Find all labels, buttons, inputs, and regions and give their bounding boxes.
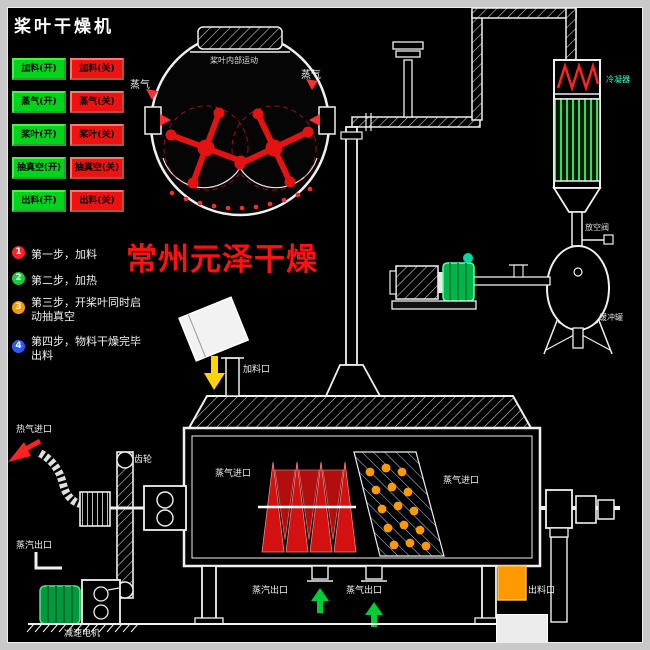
discharge-port-label: 出料口	[528, 586, 556, 596]
paddle-vessel-section	[144, 26, 336, 217]
step-1-text: 第一步，加料	[31, 248, 97, 261]
ground-hatch-icon	[26, 623, 139, 633]
motor-icon	[39, 585, 81, 625]
steam-inlet-left-label: 蒸气进口	[215, 469, 252, 479]
vent-valve-label: 放空阀	[585, 223, 609, 232]
step-3-text-line1: 第三步，开桨叶同时启	[31, 296, 141, 309]
flex-hose-icon	[36, 448, 82, 508]
brand-text: 常州元泽干燥	[126, 242, 318, 278]
step-4-text-line1: 第四步，物料干燥完毕	[31, 335, 141, 348]
discharge-on-button[interactable]: 出料(开)	[12, 190, 66, 212]
steam-outlet-side-label: 蒸汽出口	[16, 541, 53, 551]
gear-label: 齿轮	[134, 455, 153, 465]
feed-on-button[interactable]: 加料(开)	[12, 58, 66, 80]
hot-air-arrow-icon	[8, 442, 31, 462]
step-2-badge: 2	[12, 272, 25, 285]
vessel-caption: 桨叶内部运动	[210, 56, 258, 65]
page-title: 桨叶干燥机	[14, 17, 114, 37]
main-dryer	[182, 395, 620, 625]
step-4-badge: 4	[12, 340, 25, 353]
corner-panel	[496, 614, 548, 644]
steam-arrow-right-icon	[306, 79, 318, 90]
steam-on-button[interactable]: 蒸气(开)	[12, 91, 66, 113]
feed-assembly	[178, 296, 250, 397]
buffer-tank-label: 缓冲罐	[599, 313, 623, 322]
steam-inlet-right-label: 蒸气进口	[443, 476, 480, 486]
buffer-tank	[543, 245, 613, 355]
paddle-off-button[interactable]: 桨叶(关)	[70, 124, 124, 146]
material-granules-icon	[365, 463, 431, 551]
step-4-text-line2: 出料	[31, 349, 53, 362]
paddle-on-button[interactable]: 桨叶(开)	[12, 124, 66, 146]
condenser	[552, 59, 614, 247]
feed-bag-icon	[178, 296, 250, 362]
hot-air-inlet-label: 热气进口	[16, 425, 53, 435]
steam-outlet-bottom-right-label: 蒸气出口	[346, 586, 383, 596]
step-3-text-line2: 动抽真空	[31, 310, 75, 323]
feed-off-button[interactable]: 加料(关)	[70, 58, 124, 80]
vacuum-on-button[interactable]: 抽真空(开)	[12, 157, 66, 179]
feed-arrow-icon	[204, 373, 225, 390]
vapor-piping	[324, 7, 577, 397]
step-3-badge: 3	[12, 301, 25, 314]
steam-label-left: 蒸气	[130, 80, 150, 91]
material-dots-icon	[169, 186, 313, 211]
motor-label: 减速电机	[64, 629, 101, 639]
steam-outlet-bottom-left-label: 蒸汽出口	[252, 586, 289, 596]
drive-train	[8, 438, 546, 633]
steam-out-arrows-icon	[311, 588, 383, 627]
steam-off-button[interactable]: 蒸气(关)	[70, 91, 124, 113]
vacuum-off-button[interactable]: 抽真空(关)	[70, 157, 124, 179]
vacuum-pump	[389, 253, 551, 310]
vent-valve-icon	[603, 234, 614, 245]
discharge-off-button[interactable]: 出料(关)	[70, 190, 124, 212]
steam-label-right: 蒸气	[301, 70, 321, 81]
steam-arrow-left-icon	[146, 89, 158, 100]
paddle-rotors-icon	[163, 105, 317, 191]
feed-port-label: 加料口	[243, 365, 271, 375]
step-1-badge: 1	[12, 246, 25, 259]
step-2-text: 第二步，加热	[31, 274, 97, 287]
condenser-label: 冷凝器	[606, 75, 630, 84]
discharge-chute-icon	[497, 565, 527, 601]
